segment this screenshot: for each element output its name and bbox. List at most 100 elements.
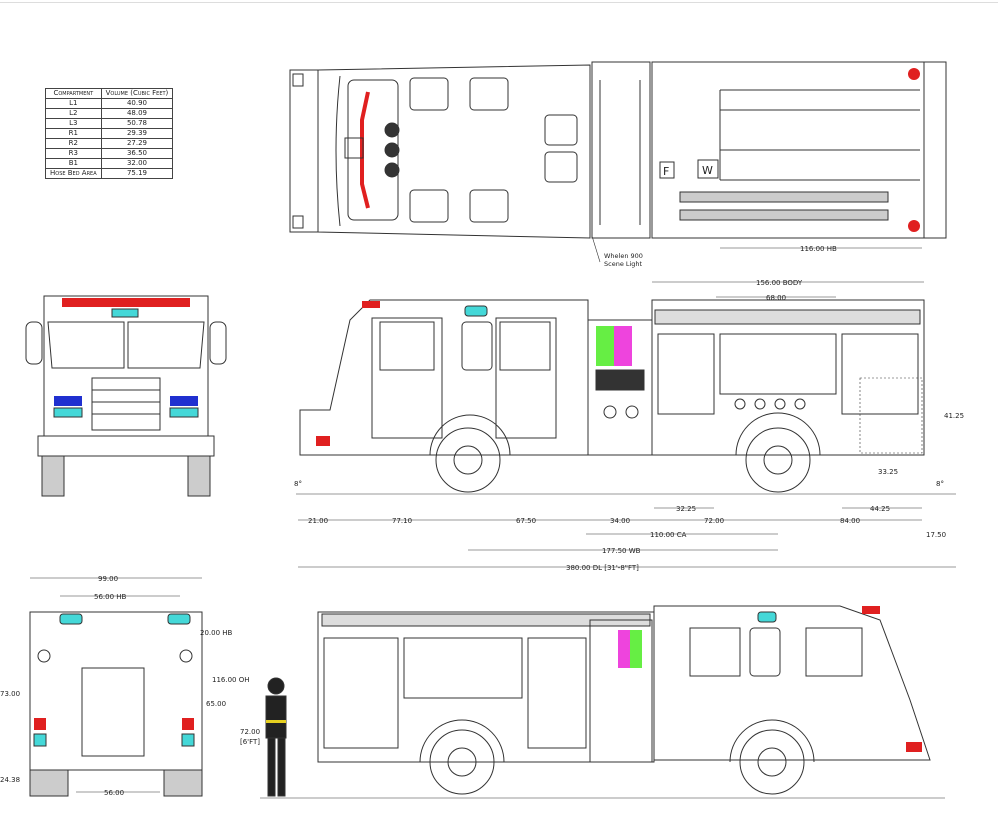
firefighter-helmet-icon: [267, 677, 285, 695]
top-view: F W 116.00 HB Whelen 900 Scene Light: [289, 61, 947, 268]
front-tire: [187, 455, 211, 497]
dim-h65: 65.00: [206, 700, 226, 708]
top-pump-house: [591, 61, 651, 239]
front-view: [25, 295, 227, 497]
top-mirror-icon: [292, 215, 304, 229]
pump-gauge-green: [596, 326, 614, 366]
left-rear-wheel: [429, 729, 495, 795]
rear-tire: [163, 769, 203, 797]
front-bumper: [37, 435, 215, 457]
dim-h2438: 24.38: [0, 776, 20, 784]
dim-6750: 67.50: [516, 517, 536, 525]
front-grille: [91, 377, 161, 431]
table-cell: 75.19: [100, 168, 174, 179]
compartment-label-f: F: [663, 165, 669, 178]
left-cab: [653, 605, 931, 761]
rear-tail-light: [34, 718, 46, 730]
dim-68: 68.00: [766, 294, 786, 302]
rear-hub: [763, 445, 793, 475]
dim-dl: 380.00 DL [31'-8"FT]: [566, 564, 639, 572]
side-door: [371, 317, 443, 439]
dim-34: 34.00: [610, 517, 630, 525]
top-windshield: [335, 75, 341, 227]
side-body: [651, 299, 925, 456]
valve-icon: [603, 405, 617, 419]
side-view: 156.00 BODY 68.00 41.25 33.25 8° 8° 32.2…: [294, 279, 964, 572]
left-window: [805, 627, 863, 677]
rear-beacon: [167, 613, 191, 625]
front-windshield-left: [47, 321, 125, 369]
left-rear-hub: [447, 747, 477, 777]
wheel-arch: [729, 719, 815, 763]
mirror-icon: [209, 321, 227, 365]
roll-up-door-l1: [323, 637, 399, 749]
pump-gauge-green: [630, 630, 642, 668]
top-rear-light-icon: [908, 68, 920, 80]
dim-body: 156.00 BODY: [756, 279, 803, 287]
discharge-icon: [734, 398, 746, 410]
dim-hb56: 56.00 HB: [94, 593, 127, 601]
rear-body: [29, 611, 203, 771]
wheel-arch: [429, 414, 511, 456]
roll-up-door-r3: [841, 333, 919, 415]
left-pump-panel: [589, 619, 653, 763]
front-hub: [453, 445, 483, 475]
dim-h6ft: [6'FT]: [240, 738, 260, 746]
side-cab-light: [362, 301, 380, 308]
pump-gauge-magenta: [618, 630, 630, 668]
top-ladder: [679, 191, 889, 203]
dim-4425: 44.25: [870, 505, 890, 513]
top-front-bumper: [289, 69, 319, 233]
side-window: [461, 321, 493, 371]
wheel-arch: [735, 412, 821, 456]
rear-beacon: [59, 613, 83, 625]
front-wheel: [435, 427, 501, 493]
rear-tire: [29, 769, 69, 797]
dim-21: 21.00: [308, 517, 328, 525]
rear-light-icon: [37, 649, 51, 663]
side-marker-light: [316, 436, 330, 446]
front-windshield-right: [127, 321, 205, 369]
discharge-icon: [754, 398, 766, 410]
rear-tail-light: [182, 718, 194, 730]
top-siren-icon: [384, 162, 400, 178]
left-beacon: [757, 611, 777, 623]
headlight-icon: [53, 407, 83, 418]
roll-up-door-r2: [719, 333, 837, 395]
side-ladder: [654, 309, 921, 325]
top-cab: [317, 64, 591, 239]
left-marker-light: [906, 742, 922, 752]
top-mirror-icon: [292, 73, 304, 87]
compartment-label-w: W: [702, 164, 713, 177]
top-ladder: [679, 209, 889, 221]
top-rear: [923, 61, 947, 239]
seat-icon: [469, 189, 509, 223]
pump-controls: [595, 369, 645, 391]
rear-view: 99.00 56.00 HB 20.00 HB 116.00 OH 65.00 …: [0, 575, 250, 797]
rear-door: [81, 667, 145, 757]
dim-84: 84.00: [840, 517, 860, 525]
dim-hosebed: 116.00 HB: [800, 245, 837, 253]
side-cab: [299, 299, 589, 456]
valve-icon: [625, 405, 639, 419]
dim-w99: 99.00: [98, 575, 118, 583]
side-window: [499, 321, 551, 371]
dim-7710: 77.10: [392, 517, 412, 525]
top-border: [0, 2, 998, 3]
mirror-icon: [25, 321, 43, 365]
seat-icon: [469, 77, 509, 111]
rear-backup-light: [33, 733, 47, 747]
callout-line1: Whelen 900: [604, 252, 643, 260]
discharge-icon: [794, 398, 806, 410]
left-front-hub: [757, 747, 787, 777]
dim-72: 72.00: [704, 517, 724, 525]
seat-icon: [544, 114, 578, 146]
roll-up-door-l3: [527, 637, 587, 749]
dim-wb: 177.50 WB: [602, 547, 641, 555]
discharge-icon: [774, 398, 786, 410]
top-siren-icon: [384, 122, 400, 138]
rear-light-icon: [179, 649, 193, 663]
